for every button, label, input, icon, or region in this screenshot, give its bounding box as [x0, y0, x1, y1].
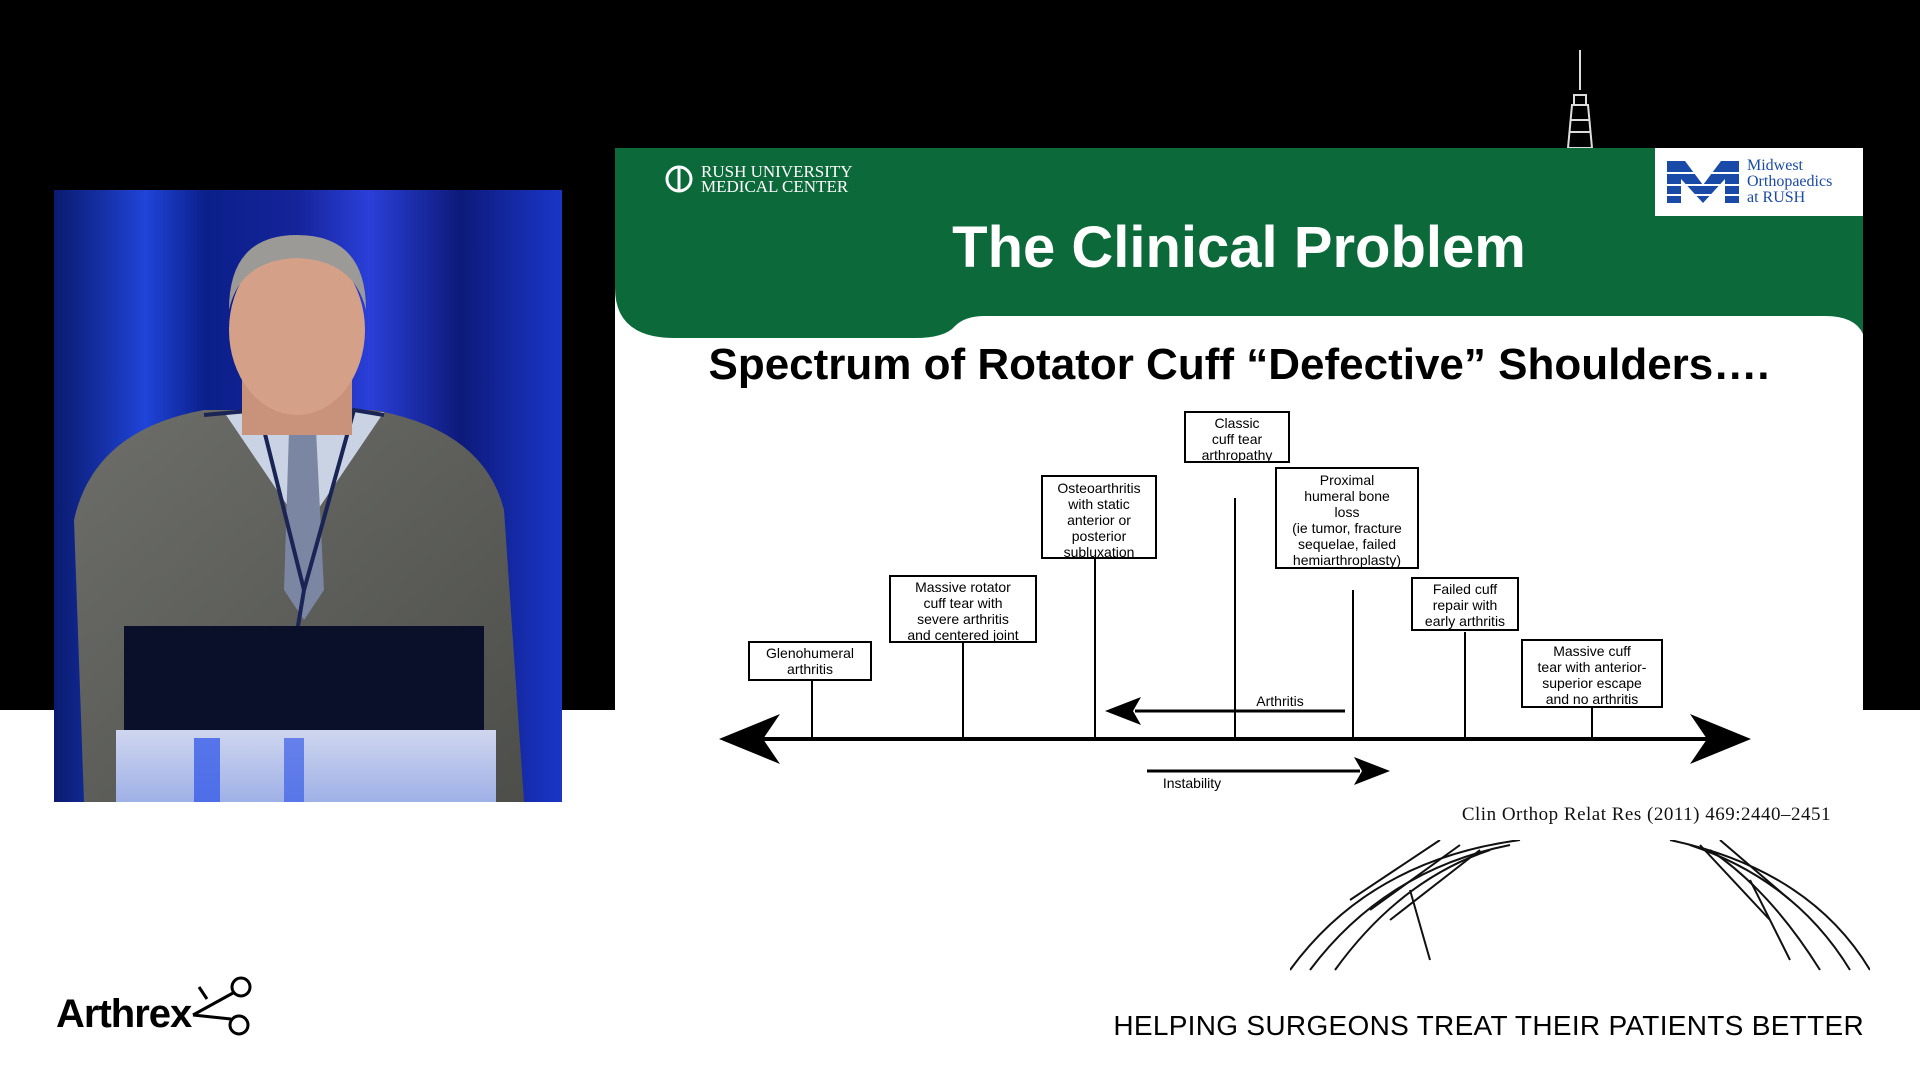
rush-logo-line1: RUSH UNIVERSITY — [701, 162, 853, 181]
box-line: loss — [1335, 504, 1360, 520]
box-massive-rotator-cuff-tear: Massive rotator cuff tear with severe ar… — [889, 575, 1037, 643]
box-line: hemiarthroplasty) — [1293, 552, 1401, 568]
box-line: (ie tumor, fracture — [1292, 520, 1402, 536]
tower-decoration — [1566, 50, 1594, 149]
box-line: subluxation — [1064, 544, 1135, 560]
instability-label: Instability — [1163, 775, 1221, 791]
slide-title: The Clinical Problem — [952, 215, 1526, 280]
midwest-orthopaedics-logo: Midwest Orthopaedics at RUSH — [1655, 148, 1863, 216]
box-line: early arthritis — [1425, 613, 1505, 629]
rush-logo-line2: MEDICAL CENTER — [701, 177, 849, 196]
midwest-m-icon — [1667, 161, 1739, 203]
midwest-logo-line3: at RUSH — [1747, 189, 1806, 206]
box-glenohumeral-arthritis: Glenohumeral arthritis — [748, 641, 872, 681]
box-line: cuff tear with — [923, 595, 1002, 611]
box-classic-cuff-tear-arthropathy: Classic cuff tear arthropathy — [1184, 411, 1290, 463]
slide-citation: Clin Orthop Relat Res (2011) 469:2440–24… — [1461, 804, 1831, 825]
arthrex-scissors-icon — [192, 976, 252, 1036]
box-line: Massive cuff — [1553, 643, 1631, 659]
box-line: arthritis — [787, 661, 833, 677]
box-line: cuff tear — [1212, 431, 1263, 447]
box-line: humeral bone — [1304, 488, 1390, 504]
box-line: Classic — [1214, 415, 1259, 431]
box-line: superior escape — [1542, 675, 1642, 691]
box-line: Glenohumeral — [766, 645, 854, 661]
box-line: Proximal — [1320, 472, 1374, 488]
box-line: Osteoarthritis — [1057, 480, 1140, 496]
instability-arrowhead — [1354, 757, 1390, 785]
rush-emblem-icon — [665, 165, 693, 193]
box-massive-cuff-tear-anterior-superior-escape: Massive cuff tear with anterior- superio… — [1521, 639, 1663, 708]
midwest-logo-line1: Midwest — [1747, 157, 1803, 174]
speaker-video — [54, 190, 562, 802]
rotator-cuff-spectrum-diagram: Arthritis Instability Glenohumeral arthr… — [719, 411, 1751, 791]
box-line: Failed cuff — [1433, 581, 1497, 597]
slide-subtitle: Spectrum of Rotator Cuff “Defective” Sho… — [708, 340, 1770, 389]
box-line: repair with — [1433, 597, 1498, 613]
slide-header-banner — [615, 148, 1863, 338]
box-line: anterior or — [1067, 512, 1131, 528]
midwest-logo-line2: Orthopaedics — [1747, 173, 1833, 190]
box-line: arthropathy — [1202, 447, 1273, 463]
box-line: and no arthritis — [1546, 691, 1639, 707]
box-line: Massive rotator — [915, 579, 1011, 595]
box-failed-cuff-repair: Failed cuff repair with early arthritis — [1411, 577, 1519, 631]
footer-tagline: HELPING SURGEONS TREAT THEIR PATIENTS BE… — [1113, 1010, 1864, 1041]
box-proximal-humeral-bone-loss: Proximal humeral bone loss (ie tumor, fr… — [1275, 467, 1419, 569]
box-osteoarthritis-subluxation: Osteoarthritis with static anterior or p… — [1041, 475, 1157, 560]
arthritis-arrowhead — [1105, 697, 1141, 725]
box-line: tear with anterior- — [1538, 659, 1647, 675]
arthrex-wordmark: Arthrex — [56, 992, 192, 1036]
box-line: sequelae, failed — [1298, 536, 1396, 552]
arthritis-label: Arthritis — [1256, 693, 1303, 709]
box-line: and centered joint — [907, 627, 1018, 643]
presentation-slide: RUSH UNIVERSITY MEDICAL CENTER Midwest O… — [615, 148, 1863, 848]
axis-left-arrowhead — [719, 714, 780, 764]
box-line: with static — [1067, 496, 1129, 512]
bridge-sketch-decoration — [1290, 840, 1870, 971]
box-line: severe arthritis — [917, 611, 1009, 627]
box-line: posterior — [1072, 528, 1127, 544]
arthrex-logo: Arthrex — [56, 975, 253, 1037]
rush-university-logo: RUSH UNIVERSITY MEDICAL CENTER — [665, 162, 853, 196]
speaker-figure — [74, 235, 524, 802]
axis-right-arrowhead — [1690, 714, 1751, 764]
